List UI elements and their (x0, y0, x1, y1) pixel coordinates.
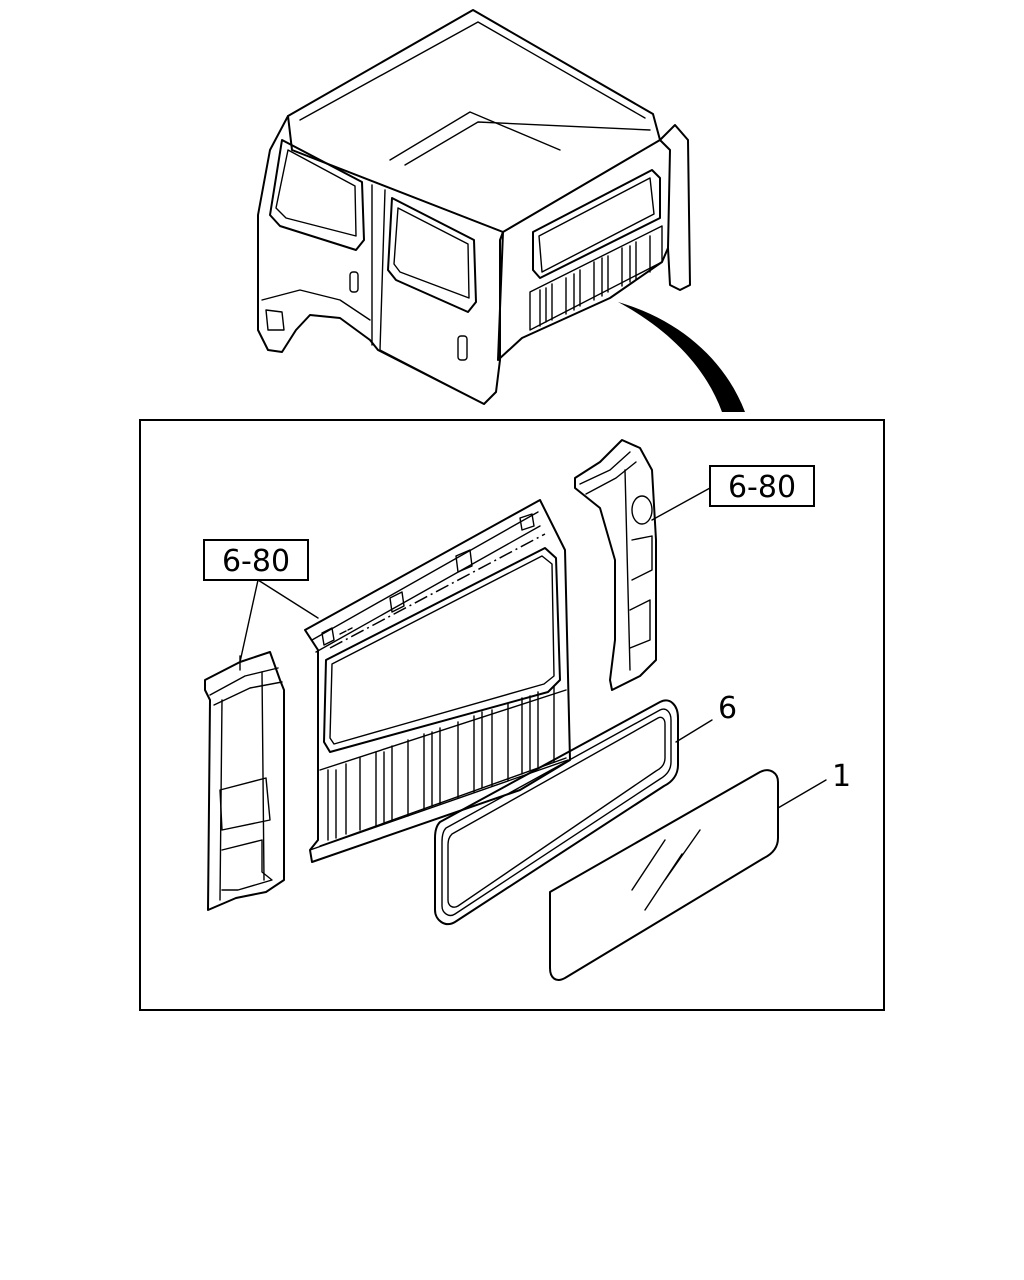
ref-box-left: 6-80 (203, 539, 309, 581)
rear-panel (304, 499, 571, 863)
part-number-glass: 1 (832, 759, 851, 794)
leader-lines (239, 487, 827, 809)
exploded-view-frame (139, 419, 885, 1011)
right-rear-pillar (574, 439, 657, 691)
rear-window-glass (549, 769, 779, 981)
part-number-seal: 6 (718, 691, 737, 726)
ref-label-left: 6-80 (222, 544, 290, 579)
left-rear-pillar (204, 651, 285, 911)
ref-label-right: 6-80 (728, 470, 796, 505)
window-seal (434, 699, 679, 926)
ref-box-right: 6-80 (709, 465, 815, 507)
cab-overview (257, 9, 745, 412)
